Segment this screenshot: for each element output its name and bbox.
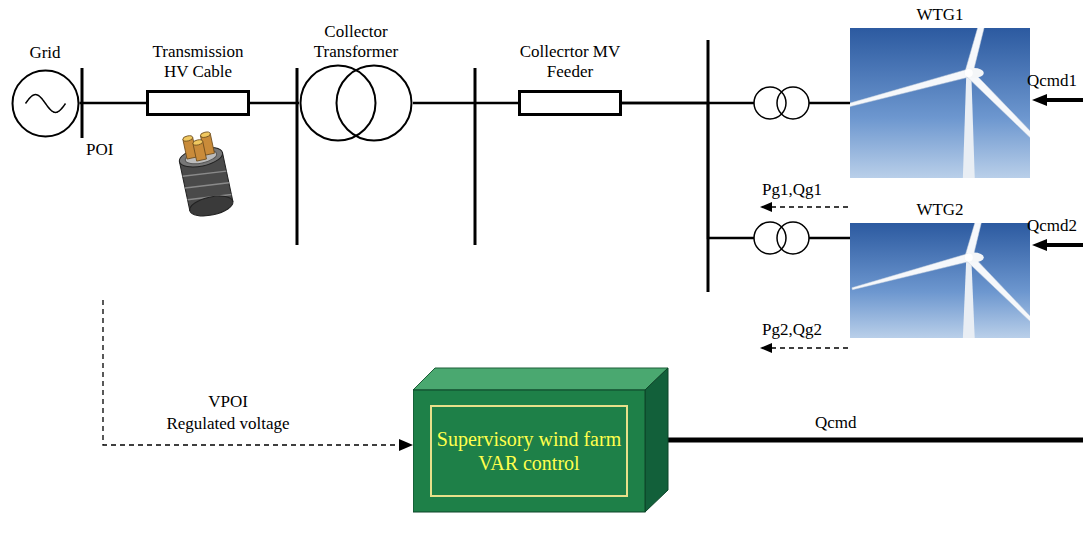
turbine-transformer-symbol [777,87,809,119]
cable-illustration [175,130,235,220]
voltage-feedback-line [399,439,413,451]
box-front-face [413,390,645,512]
turbine-nacelle [964,68,984,78]
node-label: Collector Transformer [296,22,416,62]
turbine-transformer-symbol [777,222,809,254]
cable-illustration [200,131,211,138]
wind-turbine: WTG1 [848,5,1032,178]
command-arrow [668,438,1083,443]
cable-illustration [188,193,235,220]
cable-illustration [182,135,193,142]
power-line [622,103,850,238]
bus-label: POI [86,140,113,160]
turbine-figure [852,223,1030,338]
power-flow-arrow [770,347,848,348]
mv-feeder-rect [518,90,622,116]
cable-illustration [185,179,229,192]
command-arrow [1032,239,1047,251]
power-flow-arrow [770,206,848,207]
signal-name: Qcmd1 [1027,71,1077,91]
hv-cable-rect [146,90,250,116]
signal-name: VPOI [208,392,248,412]
collector-transformer-symbol [299,64,413,142]
turbine-tower [963,257,975,338]
sky-photo [850,223,1030,338]
hv-cable: Transmission HV Cable [143,42,253,116]
node-label: Grid [9,43,81,63]
busbar [474,68,477,245]
turbine-transformer-symbol [777,222,809,254]
signal-name: Pg1,Qg1 [762,180,822,200]
command-arrow [1044,98,1083,102]
power-line [80,102,147,105]
turbine-transformer-symbol [754,87,809,254]
turbine-transformer-symbol [777,87,809,119]
cable-illustration [183,167,227,180]
turbine-hub [965,253,973,261]
wind-turbine-symbol [850,28,1030,178]
box-top-face [413,368,668,390]
node-label: WTG2 [848,200,1032,220]
node-label: Collecrtor MV Feeder [514,42,626,82]
power-flow-arrow [760,202,772,212]
busbar [707,40,710,292]
turbine-blade [966,254,1030,337]
box-inner-frame [431,406,627,496]
grid-source: Grid [9,43,81,138]
voltage-feedback-line [103,300,400,445]
voltage-feedback-line [103,300,413,451]
node-label: WTG1 [848,5,1032,25]
power-flow-arrow [760,202,848,353]
transformer-fill [337,66,412,141]
turbine-nacelle [964,252,984,262]
turbine-blade [966,70,1030,178]
command-arrow [1044,243,1083,247]
power-line [413,102,518,105]
command-arrow [1032,94,1047,106]
grid-source-symbol [11,69,80,138]
box-side-face [645,368,668,512]
power-flow-arrow [760,343,772,353]
wind-turbine: WTG2 [848,200,1032,338]
cable-illustration [192,139,203,146]
busbar [296,68,299,245]
transformer-winding [301,66,376,141]
node-label: Transmission HV Cable [143,42,253,82]
controller-text-area: Supervisory wind farm VAR control [434,409,624,493]
collector-transformer: Collector Transformer [296,22,416,142]
signal-name: Pg2,Qg2 [762,320,822,340]
mv-feeder: Collecrtor MV Feeder [514,42,626,116]
turbine-blade [852,253,970,289]
busbar [82,40,708,292]
signal-name: Qcmd2 [1027,216,1077,236]
power-line [250,102,299,105]
var-controller: Supervisory wind farm VAR control [413,366,669,514]
sine-symbol [25,94,65,112]
busbar [81,68,84,138]
turbine-hub [965,69,973,77]
turbine-tower [963,73,975,178]
turbine-blade [965,28,1011,74]
turbine-blade [850,69,970,115]
transformer-winding [337,66,412,141]
signal-name: Qcmd [815,413,857,433]
wind-turbine-symbol [850,223,1030,338]
signal-note: Regulated voltage [166,414,289,434]
grid-circle [12,70,78,136]
turbine-figure [850,28,1030,178]
controller-label: Supervisory wind farm VAR control [434,427,624,475]
